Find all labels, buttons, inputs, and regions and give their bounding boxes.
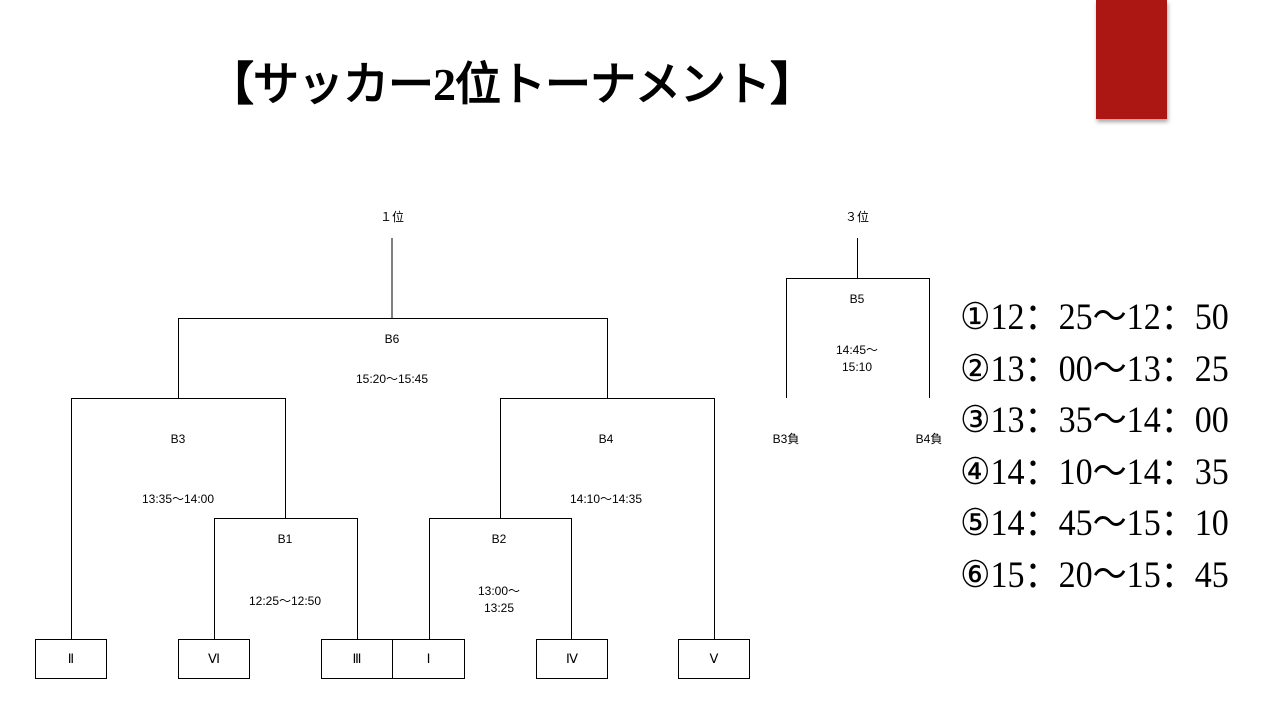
first-place-label: １位 (379, 210, 405, 224)
team-box: Ⅳ (536, 639, 608, 679)
schedule-item: ④14：10〜14：35 (960, 451, 1229, 493)
match-b5-line (786, 278, 930, 398)
match-b6-time: 15:20〜15:45 (355, 372, 429, 386)
match-b1-line (214, 518, 358, 639)
third-place-label: ３位 (844, 210, 870, 224)
loser-b3-label: B3負 (772, 432, 800, 446)
schedule-item: ⑤14：45〜15：10 (960, 503, 1229, 544)
page-title: 【サッカー2位トーナメント】 (208, 59, 816, 110)
team-box: Ⅱ (35, 639, 107, 679)
team-box: Ⅴ (678, 639, 750, 679)
match-b4-line (500, 398, 715, 639)
accent-bar (1096, 0, 1167, 119)
schedule-item: ②13：00〜13：25 (960, 348, 1229, 390)
team-box: Ⅵ (178, 639, 250, 679)
match-b6-line (178, 318, 608, 398)
match-b5-time-end: 15:10 (841, 360, 873, 374)
match-b2-time-end: 13:25 (483, 601, 515, 615)
loser-b4-label: B4負 (915, 432, 943, 446)
schedule-item: ③13：35〜14：00 (960, 400, 1229, 441)
match-b6-label: B6 (384, 332, 400, 346)
match-b4-label: B4 (598, 432, 614, 446)
match-b3-line (71, 398, 286, 639)
match-b2-line (429, 518, 572, 639)
team-box: Ⅲ (321, 639, 393, 679)
schedule-item: ⑥15：20〜15：45 (960, 554, 1229, 596)
match-b1-label: B1 (277, 532, 293, 546)
match-b3-label: B3 (170, 432, 186, 446)
match-b5-label: B5 (849, 292, 865, 306)
match-b4-time: 14:10〜14:35 (569, 492, 643, 506)
match-b1-time: 12:25〜12:50 (248, 594, 322, 608)
team-box: Ⅰ (392, 639, 465, 679)
match-b2-time-start: 13:00〜 (477, 584, 521, 598)
match-b5-time-start: 14:45〜 (835, 343, 879, 357)
match-b2-label: B2 (491, 532, 507, 546)
match-b3-time: 13:35〜14:00 (141, 492, 215, 506)
schedule-list: ①12：25〜12：50 ②13：00〜13：25 ③13：35〜14：00 ④… (960, 292, 1229, 601)
schedule-item: ①12：25〜12：50 (960, 297, 1229, 338)
